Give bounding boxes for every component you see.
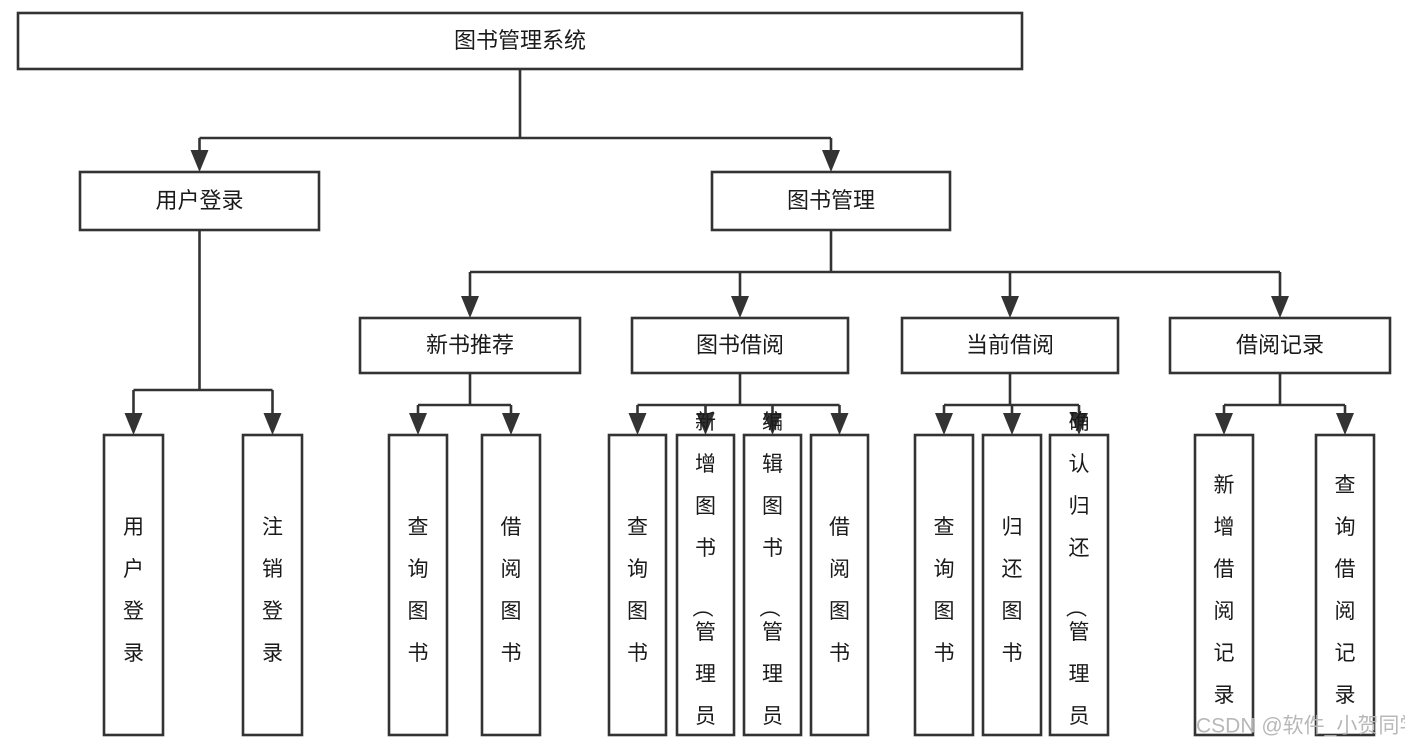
nodes-layer: 图书管理系统用户登录图书管理新书推荐图书借阅当前借阅借阅记录用户登录注销登录查询… — [16, 11, 1392, 747]
node-label-leaf-logout: 注销登录 — [262, 516, 283, 665]
node-book-borrow[interactable]: 图书借阅 — [630, 316, 850, 375]
node-box-leaf-query-book-recommend — [387, 433, 449, 737]
node-label-leaf-borrow-book: 借阅图书 — [829, 516, 850, 665]
node-leaf-query-book-recommend[interactable]: 查询图书 — [387, 433, 449, 737]
node-leaf-logout[interactable]: 注销登录 — [241, 433, 304, 737]
node-leaf-query-book-current[interactable]: 查询图书 — [913, 433, 975, 737]
node-box-leaf-edit-book-admin — [742, 433, 803, 737]
node-label-new-book-recommend: 新书推荐 — [426, 332, 514, 357]
node-label-current-borrow: 当前借阅 — [966, 332, 1054, 357]
node-leaf-borrow-book-recommend[interactable]: 借阅图书 — [480, 433, 542, 737]
node-label-leaf-add-book-admin: 新增图书（管理员） — [690, 411, 716, 747]
node-leaf-add-book-admin[interactable]: 新增图书（管理员） — [675, 411, 736, 747]
node-borrow-record[interactable]: 借阅记录 — [1168, 316, 1392, 375]
node-label-leaf-query-book-recommend: 查询图书 — [408, 516, 429, 665]
node-box-leaf-confirm-return-admin — [1048, 433, 1110, 737]
node-label-leaf-edit-book-admin: 编辑图书（管理员） — [757, 411, 783, 747]
node-box-root — [16, 11, 1024, 71]
csdn-watermark: CSDN @软件_小贺同学 — [1196, 715, 1405, 738]
node-box-leaf-borrow-book — [809, 433, 870, 737]
node-leaf-confirm-return-admin[interactable]: 确认归还（管理员） — [1048, 411, 1110, 747]
node-box-leaf-borrow-book-recommend — [480, 433, 542, 737]
connectors-layer — [124, 69, 1354, 435]
node-label-borrow-record: 借阅记录 — [1236, 332, 1324, 357]
node-box-borrow-record — [1168, 316, 1392, 375]
node-leaf-query-book-borrow[interactable]: 查询图书 — [607, 433, 668, 737]
node-label-root: 图书管理系统 — [454, 28, 586, 53]
node-label-leaf-borrow-book-recommend: 借阅图书 — [501, 516, 522, 665]
node-box-new-book-recommend — [358, 316, 582, 375]
node-box-leaf-query-borrow-record — [1314, 433, 1376, 737]
node-box-current-borrow — [900, 316, 1120, 375]
connector-book-management — [461, 230, 1289, 318]
node-box-leaf-user-login — [102, 433, 165, 737]
node-label-book-management: 图书管理 — [787, 188, 875, 213]
node-box-leaf-query-book-borrow — [607, 433, 668, 737]
node-label-user-login: 用户登录 — [155, 188, 243, 213]
node-label-book-borrow: 图书借阅 — [696, 332, 784, 357]
node-leaf-user-login[interactable]: 用户登录 — [102, 433, 165, 737]
node-book-management[interactable]: 图书管理 — [710, 170, 952, 232]
node-box-book-management — [710, 170, 952, 232]
connector-book-borrow — [628, 373, 849, 435]
node-leaf-add-borrow-record[interactable]: 新增借阅记录 — [1193, 433, 1255, 737]
node-box-leaf-add-borrow-record — [1193, 433, 1255, 737]
connector-current-borrow — [935, 373, 1088, 435]
connector-new-book-recommend — [409, 373, 520, 435]
node-label-leaf-confirm-return-admin: 确认归还（管理员） — [1064, 411, 1090, 747]
node-label-leaf-return-book: 归还图书 — [1002, 516, 1023, 665]
connector-borrow-record — [1215, 373, 1354, 435]
node-label-leaf-query-borrow-record: 查询借阅记录 — [1335, 474, 1356, 707]
node-box-book-borrow — [630, 316, 850, 375]
node-leaf-edit-book-admin[interactable]: 编辑图书（管理员） — [742, 411, 803, 747]
connector-root — [190, 69, 840, 172]
node-box-leaf-query-book-current — [913, 433, 975, 737]
node-leaf-query-borrow-record[interactable]: 查询借阅记录 — [1314, 433, 1376, 737]
node-label-leaf-query-book-borrow: 查询图书 — [627, 516, 648, 665]
node-box-user-login — [78, 170, 321, 232]
node-box-leaf-logout — [241, 433, 304, 737]
node-user-login[interactable]: 用户登录 — [78, 170, 321, 232]
node-label-leaf-add-borrow-record: 新增借阅记录 — [1214, 474, 1235, 707]
node-box-leaf-add-book-admin — [675, 433, 736, 737]
node-label-leaf-query-book-current: 查询图书 — [934, 516, 955, 665]
node-box-leaf-return-book — [981, 433, 1043, 737]
node-label-leaf-user-login: 用户登录 — [123, 516, 144, 665]
node-leaf-borrow-book[interactable]: 借阅图书 — [809, 433, 870, 737]
connector-user-login — [124, 230, 282, 435]
node-new-book-recommend[interactable]: 新书推荐 — [358, 316, 582, 375]
node-root[interactable]: 图书管理系统 — [16, 11, 1024, 71]
node-current-borrow[interactable]: 当前借阅 — [900, 316, 1120, 375]
node-leaf-return-book[interactable]: 归还图书 — [981, 433, 1043, 737]
